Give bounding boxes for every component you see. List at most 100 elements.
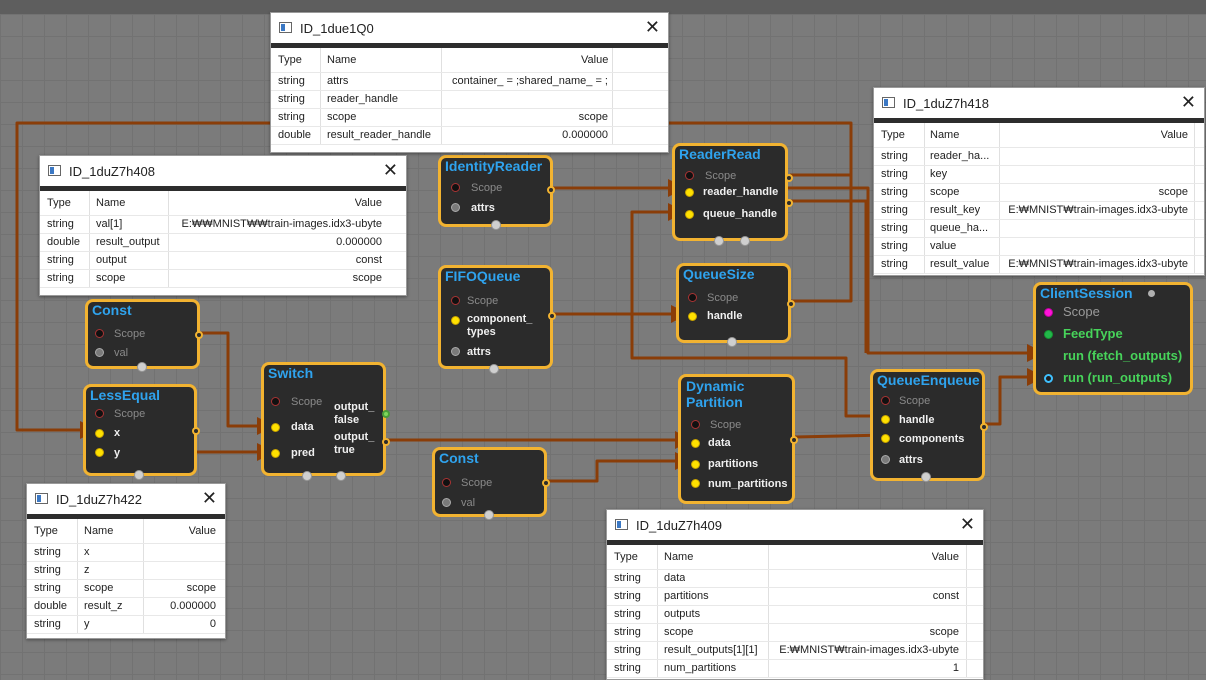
table-row[interactable]: string y 0 [27, 616, 225, 634]
pin-scope[interactable] [451, 183, 460, 192]
table-row[interactable]: string result_key E:₩MNIST₩train-images.… [874, 202, 1204, 220]
window-titlebar[interactable]: ID_1duZ7h409 ✕ [607, 510, 983, 540]
table-row[interactable]: string partitions const [607, 588, 983, 606]
pin-attrs[interactable] [881, 455, 890, 464]
window-titlebar[interactable]: ID_1duZ7h408 ✕ [40, 156, 406, 186]
node-dynamic-partition[interactable]: Dynamic Partition Scope data partitions … [678, 374, 798, 504]
property-window-1[interactable]: ID_1due1Q0 ✕ Type Name Value string attr… [270, 12, 669, 153]
node-bottom-pin[interactable] [134, 470, 144, 480]
node-queue-enqueue[interactable]: QueueEnqueue Scope handle components att… [870, 369, 988, 481]
output-pin[interactable] [790, 436, 798, 444]
close-icon[interactable]: ✕ [201, 488, 217, 508]
pin-scope[interactable] [95, 409, 104, 418]
pin-scope[interactable] [271, 397, 280, 406]
node-bottom-pin[interactable] [489, 364, 499, 374]
table-row[interactable]: string result_value E:₩MNIST₩train-image… [874, 256, 1204, 274]
output-pin[interactable] [785, 199, 793, 207]
output-pin[interactable] [787, 300, 795, 308]
node-bottom-pin[interactable] [921, 472, 931, 482]
table-row[interactable]: string data [607, 570, 983, 588]
output-pin[interactable] [548, 312, 556, 320]
table-row[interactable]: string scope scope [271, 109, 668, 127]
table-row[interactable]: double result_reader_handle 0.000000 [271, 127, 668, 145]
pin-y[interactable] [95, 448, 104, 457]
pin-val[interactable] [95, 348, 104, 357]
pin-components[interactable] [881, 434, 890, 443]
table-row[interactable]: string reader_handle [271, 91, 668, 109]
table-row[interactable]: string output const [40, 252, 406, 270]
pin-x[interactable] [95, 429, 104, 438]
pin-data[interactable] [271, 423, 280, 432]
close-icon[interactable]: ✕ [959, 514, 975, 534]
table-row[interactable]: string key [874, 166, 1204, 184]
close-icon[interactable]: ✕ [1180, 92, 1196, 112]
pin-scope[interactable] [451, 296, 460, 305]
table-row[interactable]: string val[1] E:₩₩MNIST₩₩train-images.id… [40, 216, 406, 234]
node-bottom-pin[interactable] [484, 510, 494, 520]
node-queue-size[interactable]: QueueSize Scope handle [676, 263, 795, 343]
table-row[interactable]: double result_z 0.000000 [27, 598, 225, 616]
node-const-bottom[interactable]: Const Scope val [432, 447, 550, 517]
table-row[interactable]: string scope scope [40, 270, 406, 288]
pin-scope[interactable] [881, 396, 890, 405]
table-row[interactable]: string scope scope [607, 624, 983, 642]
table-row[interactable]: string reader_ha... [874, 148, 1204, 166]
node-less-equal[interactable]: LessEqual Scope x y [83, 384, 200, 476]
property-window-5[interactable]: ID_1duZ7h409 ✕ Type Name Value string da… [606, 509, 984, 680]
output-pin[interactable] [785, 174, 793, 182]
window-titlebar[interactable]: ID_1due1Q0 ✕ [271, 13, 668, 43]
property-window-2[interactable]: ID_1duZ7h408 ✕ Type Name Value string va… [39, 155, 407, 296]
pin-feedtype[interactable] [1044, 330, 1053, 339]
property-window-3[interactable]: ID_1duZ7h418 ✕ Type Name Value string re… [873, 87, 1205, 276]
output-pin[interactable] [547, 186, 555, 194]
pin-scope[interactable] [685, 171, 694, 180]
table-row[interactable]: string outputs [607, 606, 983, 624]
pin-partitions[interactable] [691, 460, 700, 469]
node-bottom-pin[interactable] [740, 236, 750, 246]
node-client-session[interactable]: ClientSession Scope FeedType run (fetch_… [1033, 282, 1193, 395]
close-icon[interactable]: ✕ [382, 160, 398, 180]
pin-scope[interactable] [95, 329, 104, 338]
output-pin[interactable] [542, 479, 550, 487]
table-row[interactable]: string queue_ha... [874, 220, 1204, 238]
pin-component-types[interactable] [451, 316, 460, 325]
close-icon[interactable]: ✕ [644, 17, 660, 37]
node-bottom-pin[interactable] [727, 337, 737, 347]
window-titlebar[interactable]: ID_1duZ7h418 ✕ [874, 88, 1204, 118]
table-row[interactable]: string result_outputs[1][1] E:₩MNIST₩tra… [607, 642, 983, 660]
pin-handle[interactable] [688, 312, 697, 321]
table-row[interactable]: string scope scope [874, 184, 1204, 202]
pin-scope[interactable] [1044, 308, 1053, 317]
pin-handle[interactable] [881, 415, 890, 424]
node-bottom-pin[interactable] [491, 220, 501, 230]
pin-scope[interactable] [688, 293, 697, 302]
node-bottom-pin[interactable] [137, 362, 147, 372]
table-row[interactable]: string x [27, 544, 225, 562]
pin-num-partitions[interactable] [691, 479, 700, 488]
table-row[interactable]: string scope scope [27, 580, 225, 598]
output-pin[interactable] [192, 427, 200, 435]
node-fifo-queue[interactable]: FIFOQueue Scope component_ types attrs [438, 265, 556, 369]
pin-queue-handle[interactable] [685, 210, 694, 219]
property-window-4[interactable]: ID_1duZ7h422 ✕ Type Name Value string x … [26, 483, 226, 639]
output-pin-true[interactable] [382, 438, 390, 446]
table-row[interactable]: string attrs container_ = ;shared_name_ … [271, 73, 668, 91]
node-const-top[interactable]: Const Scope val [85, 299, 203, 369]
pin-attrs[interactable] [451, 347, 460, 356]
pin-run-outputs[interactable] [1044, 374, 1053, 383]
pin-scope[interactable] [691, 420, 700, 429]
pin-scope[interactable] [442, 478, 451, 487]
output-pin[interactable] [980, 423, 988, 431]
table-row[interactable]: string value [874, 238, 1204, 256]
window-titlebar[interactable]: ID_1duZ7h422 ✕ [27, 484, 225, 514]
node-reader-read[interactable]: ReaderRead Scope reader_handle queue_han… [672, 143, 793, 241]
pin-pred[interactable] [271, 449, 280, 458]
pin-data[interactable] [691, 439, 700, 448]
node-bottom-pin[interactable] [714, 236, 724, 246]
table-row[interactable]: string z [27, 562, 225, 580]
output-pin-false[interactable] [382, 410, 390, 418]
table-row[interactable]: string num_partitions 1 [607, 660, 983, 678]
node-bottom-pin[interactable] [336, 471, 346, 481]
pin-attrs[interactable] [451, 203, 460, 212]
table-row[interactable]: double result_output 0.000000 [40, 234, 406, 252]
